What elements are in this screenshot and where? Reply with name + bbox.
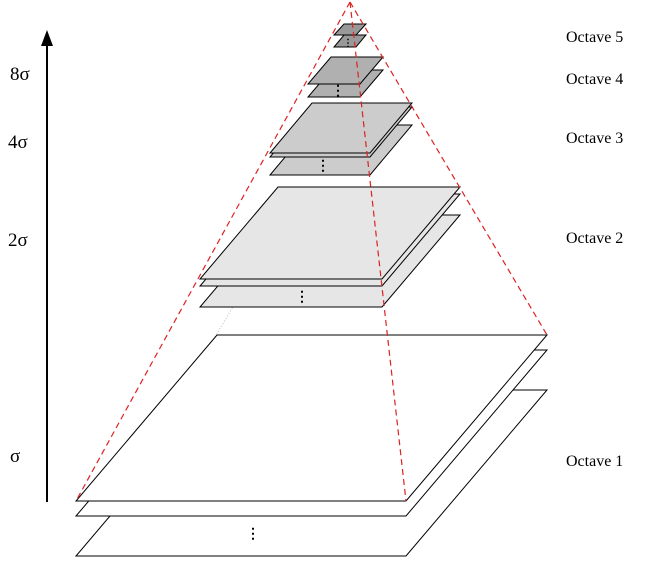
octave-1-stack: ⋮ xyxy=(74,334,549,557)
octave-2-layer-1 xyxy=(198,186,462,280)
octave-5-layer-2 xyxy=(332,34,368,48)
octave-1-ellipsis: ⋮ xyxy=(246,527,260,542)
scale-label-sigma: σ xyxy=(10,446,20,467)
octave-4-stack: ⋮ xyxy=(306,56,385,99)
octave-3-label: Octave 3 xyxy=(566,130,623,147)
octave-5-stack: ⋮ xyxy=(332,23,368,49)
octave-5-ellipsis: ⋮ xyxy=(343,38,353,49)
octave-4-label: Octave 4 xyxy=(566,71,623,88)
pyramid-guide-front xyxy=(349,1,407,502)
scale-label-2sigma: 2σ xyxy=(8,230,28,251)
octave-5-label: Octave 5 xyxy=(566,29,623,46)
octave-4-ellipsis: ⋮ xyxy=(331,84,345,99)
octave-2-stack: ⋮ xyxy=(198,186,462,308)
octave-3-layer-1 xyxy=(268,102,414,154)
scale-axis xyxy=(41,30,53,502)
scale-axis-arrowhead-icon xyxy=(41,30,53,46)
pyramid-guide-right xyxy=(349,1,548,336)
octave-1-layer-1 xyxy=(74,334,549,502)
pyramid-guide-left xyxy=(75,1,351,502)
octave-5-layer-1 xyxy=(332,23,368,36)
scale-label-8sigma: 8σ xyxy=(10,64,30,85)
octave-3-ellipsis: ⋮ xyxy=(316,159,330,174)
octave-2-ellipsis: ⋮ xyxy=(295,290,309,305)
octave-2-label: Octave 2 xyxy=(566,230,623,247)
octave-3-stack: ⋮ xyxy=(268,102,414,176)
pyramid-guides xyxy=(75,1,548,502)
octave-1-label: Octave 1 xyxy=(566,453,623,470)
scale-label-4sigma: 4σ xyxy=(8,132,28,153)
